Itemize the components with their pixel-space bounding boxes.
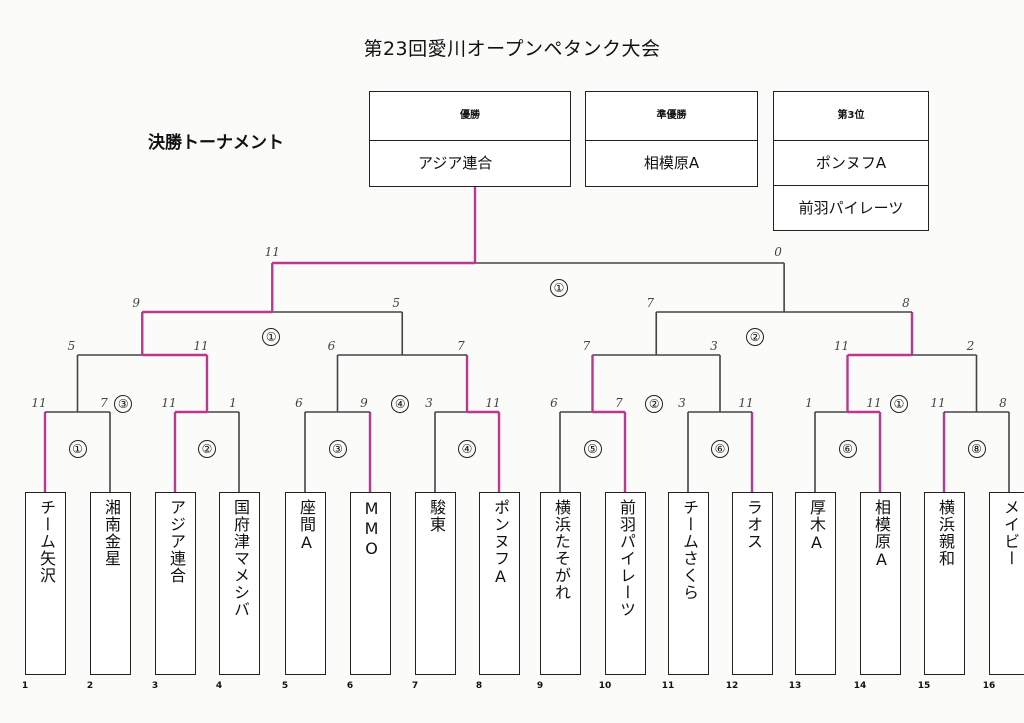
seed-number: 9 <box>536 681 544 691</box>
team-name: 前羽パイレーツ <box>605 492 646 675</box>
score-label: 1 <box>229 396 237 410</box>
seed-number: 12 <box>725 681 739 691</box>
seed-number: 10 <box>598 681 612 691</box>
team-name: 相模原A <box>860 492 901 675</box>
team-name: 国府津マメシバ <box>219 492 260 675</box>
team-name: チームさくら <box>668 492 709 675</box>
team-name: ラオス <box>732 492 773 675</box>
third-place-team: ポンヌフA <box>815 154 887 172</box>
seed-number: 14 <box>853 681 867 691</box>
score-label: 7 <box>457 339 465 353</box>
team-name: アジア連合 <box>155 492 196 675</box>
score-label: 6 <box>327 339 336 353</box>
team-name: MMO <box>350 492 391 675</box>
score-label: 1 <box>805 396 813 410</box>
match-number: ② <box>198 440 216 458</box>
score-label: 7 <box>615 396 623 410</box>
match-number: ② <box>746 328 765 346</box>
seed-number: 2 <box>86 681 94 691</box>
score-label: 2 <box>966 339 975 353</box>
score-label: 6 <box>550 396 558 410</box>
score-label: 7 <box>100 396 108 410</box>
match-number: ① <box>550 279 568 297</box>
score-label: 11 <box>161 396 177 410</box>
runner-up-box: 準優勝 相模原A <box>585 91 758 187</box>
match-number: ⑥ <box>838 440 857 458</box>
runner-up-team: 相模原A <box>643 154 700 172</box>
winner-team: アジア連合 <box>418 154 493 172</box>
match-number: ⑥ <box>711 440 729 458</box>
match-number: ④ <box>458 440 476 458</box>
seed-number: 15 <box>917 681 931 691</box>
score-label: 3 <box>710 339 718 353</box>
score-label: 11 <box>31 396 47 410</box>
score-label: 3 <box>678 396 686 410</box>
team-name: 座間A <box>285 492 326 675</box>
seed-number: 4 <box>215 681 223 691</box>
match-number: ③ <box>114 395 133 413</box>
score-label: 5 <box>392 296 401 310</box>
score-label: 11 <box>264 245 280 259</box>
score-label: 8 <box>902 296 910 310</box>
seed-number: 7 <box>411 681 419 691</box>
score-label: 11 <box>193 339 209 353</box>
seed-number: 6 <box>346 681 354 691</box>
winner-label: 優勝 <box>370 92 570 141</box>
team-name: 厚木A <box>795 492 836 675</box>
score-label: 5 <box>67 339 76 353</box>
match-number: ② <box>645 395 664 413</box>
third-place-box: 第3位 ポンヌフA 前羽パイレーツ <box>773 91 929 231</box>
team-name: 横浜親和 <box>924 492 965 675</box>
score-label: 9 <box>132 296 141 310</box>
third-place-label: 第3位 <box>774 92 928 141</box>
match-number: ① <box>890 395 908 413</box>
tournament-subtitle: 決勝トーナメント <box>148 133 284 153</box>
score-label: 11 <box>866 396 882 410</box>
score-label: 11 <box>738 396 754 410</box>
score-label: 11 <box>485 396 501 410</box>
team-name: 横浜たそがれ <box>540 492 581 675</box>
winner-box: 優勝 アジア連合 <box>369 91 571 187</box>
seed-number: 16 <box>982 681 996 691</box>
score-label: 3 <box>425 396 433 410</box>
match-number: ⑧ <box>967 440 986 458</box>
match-number: ③ <box>328 440 347 458</box>
third-place-team: 前羽パイレーツ <box>774 185 928 230</box>
seed-number: 5 <box>281 681 289 691</box>
page-title: 第23回愛川オープンペタンク大会 <box>363 38 661 60</box>
score-label: 11 <box>833 339 850 353</box>
match-number: ① <box>68 440 87 458</box>
team-name: 駿東 <box>415 492 456 675</box>
score-label: 11 <box>930 396 946 410</box>
team-name: メイビー <box>989 492 1024 675</box>
score-label: 0 <box>774 245 782 259</box>
team-name: ポンヌフA <box>479 492 520 675</box>
seed-number: 11 <box>661 681 675 691</box>
score-label: 8 <box>999 396 1007 410</box>
seed-number: 1 <box>21 681 29 691</box>
score-label: 7 <box>646 296 655 310</box>
score-label: 6 <box>295 396 303 410</box>
score-label: 9 <box>360 396 368 410</box>
seed-number: 3 <box>151 681 159 691</box>
match-number: ④ <box>391 395 410 413</box>
team-name: チーム矢沢 <box>25 492 66 675</box>
seed-number: 8 <box>475 681 483 691</box>
team-name: 湘南金星 <box>90 492 131 675</box>
match-number: ① <box>262 328 281 346</box>
seed-number: 13 <box>788 681 802 691</box>
match-number: ⑤ <box>583 440 602 458</box>
score-label: 7 <box>582 339 591 353</box>
runner-up-label: 準優勝 <box>586 92 757 141</box>
